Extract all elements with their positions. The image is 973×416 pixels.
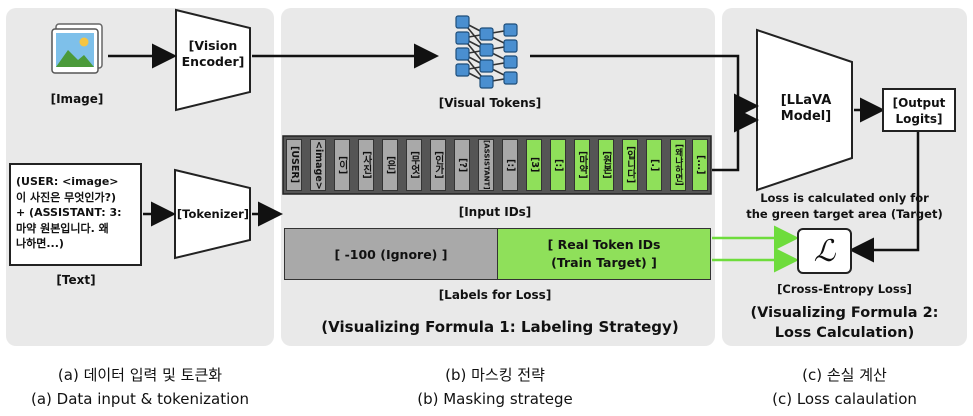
input-ids-label: [Input IDs] — [458, 205, 532, 219]
output-logits-box: [Output Logits] — [882, 88, 956, 132]
tokenizer-shape — [174, 168, 251, 260]
network-nodes — [455, 15, 518, 89]
text-input-content: (USER: <image> 이 사진은 무엇인가?) + (ASSISTANT… — [16, 175, 122, 250]
llava-model-shape — [756, 28, 853, 192]
token-drug: [마약] — [574, 139, 590, 191]
token-i: [이] — [334, 139, 350, 191]
caption-b-ko: (b) 마스킹 전략 — [445, 366, 545, 384]
token-what: [무엇] — [406, 139, 422, 191]
target-region: [ Real Token IDs (Train Target) ] — [497, 228, 711, 280]
vision-encoder-shape — [175, 8, 251, 112]
vision-encoder-label: [Vision Encoder] — [181, 38, 245, 69]
token-ellipsis: [...] — [692, 139, 708, 191]
llava-model-label: [LLaVA Model] — [780, 93, 832, 124]
text-input-box: (USER: <image> 이 사진은 무엇인가?) + (ASSISTANT… — [9, 163, 142, 266]
token-question: [?] — [454, 139, 470, 191]
loss-symbol: ℒ — [813, 233, 836, 269]
loss-note: Loss is calculated only for the green ta… — [746, 191, 943, 221]
token-image: <image> — [310, 139, 326, 191]
token-because: [왜냐하면] — [670, 139, 686, 191]
labels-for-loss-label: [Labels for Loss] — [438, 288, 552, 302]
caption-a-en: (a) Data input & tokenization — [31, 390, 249, 408]
formula-2-title: (Visualizing Formula 2: Loss Calculation… — [750, 305, 939, 341]
cross-entropy-label: [Cross-Entropy Loss] — [777, 282, 912, 296]
token-colon-2: [:] — [550, 139, 566, 191]
caption-a-ko: (a) 데이터 입력 및 토큰화 — [57, 366, 223, 384]
token-user: [USER] — [286, 139, 302, 191]
formula-1-title: (Visualizing Formula 1: Labeling Strateg… — [321, 318, 679, 336]
real-token-label: [ Real Token IDs (Train Target) ] — [547, 237, 661, 270]
text-label: [Text] — [56, 273, 96, 287]
caption-b-en: (b) Masking stratege — [417, 390, 573, 408]
input-ids-frame — [282, 135, 712, 195]
ignore-label: [ -100 (Ignore) ] — [334, 246, 448, 262]
token-colon: [:] — [502, 139, 518, 191]
token-period: [.] — [646, 139, 662, 191]
token-assistant: [ASSISTANT] — [478, 139, 494, 191]
output-logits-label: [Output Logits] — [892, 96, 946, 126]
caption-c-ko: (c) 손실 계산 — [802, 366, 887, 384]
tokenizer-label: [Tokenizer] — [176, 207, 250, 221]
token-3: [3] — [526, 139, 542, 191]
token-eun: [은] — [382, 139, 398, 191]
token-photo: [사진] — [358, 139, 374, 191]
ignore-region: [ -100 (Ignore) ] — [284, 228, 498, 280]
token-inga: [인가] — [430, 139, 446, 191]
image-icon — [51, 23, 103, 74]
token-imnida: [입니다] — [622, 139, 638, 191]
caption-c-en: (c) Loss calaulation — [772, 390, 917, 408]
visual-tokens-label: [Visual Tokens] — [438, 96, 542, 110]
loss-box: ℒ — [797, 228, 852, 274]
image-label: [Image] — [50, 92, 104, 106]
token-original: [원본] — [598, 139, 614, 191]
